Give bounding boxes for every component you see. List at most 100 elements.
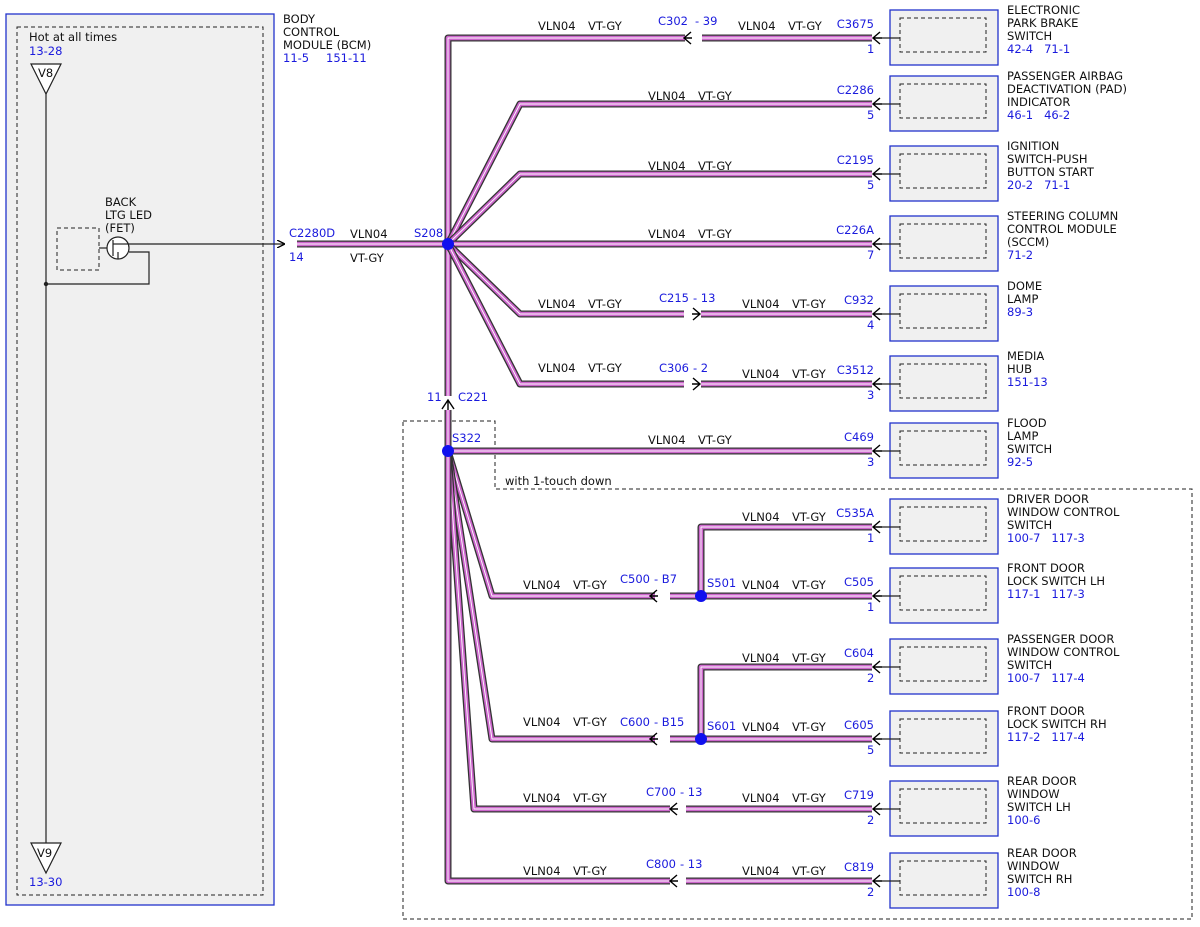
pin-label: 5 bbox=[867, 108, 874, 122]
wire-circuit-label: VLN04 bbox=[523, 715, 561, 729]
wire-c932 bbox=[445, 241, 872, 318]
c221-pin: 11 bbox=[427, 390, 442, 404]
wire-c505 bbox=[444, 449, 872, 600]
c600-pin-icon bbox=[648, 732, 658, 746]
component-name: FRONT DOOR bbox=[1007, 561, 1085, 575]
c306-pin-icon bbox=[692, 377, 702, 391]
c600-label: C600 bbox=[620, 715, 650, 729]
c302-label: C302 bbox=[658, 14, 688, 28]
bcm-ref-1: 11-5 bbox=[283, 51, 309, 65]
component-name: MEDIA bbox=[1007, 349, 1044, 363]
component-name: ELECTRONIC bbox=[1007, 3, 1080, 17]
wire-color-label: VT-GY bbox=[792, 651, 827, 665]
pin-arrow-icon bbox=[871, 307, 882, 321]
wire-circuit-label: VLN04 bbox=[742, 297, 780, 311]
component-name: SWITCH bbox=[1007, 658, 1052, 672]
component-name: REAR DOOR bbox=[1007, 774, 1077, 788]
v8-triangle-icon bbox=[30, 63, 62, 96]
connector-label: C605 bbox=[844, 718, 874, 732]
connector-label: C604 bbox=[844, 646, 874, 660]
bcm-title-3: MODULE (BCM) bbox=[283, 38, 371, 52]
connector-label: C3675 bbox=[837, 17, 874, 31]
connector-label: C3512 bbox=[837, 363, 874, 377]
wire-c3512 bbox=[444, 242, 872, 388]
wire-color-label: VT-GY bbox=[698, 159, 733, 173]
wire-color-label: VT-GY bbox=[588, 361, 623, 375]
wire-circuit-label: VLN04 bbox=[538, 297, 576, 311]
component-name: CONTROL MODULE bbox=[1007, 222, 1117, 236]
fet-label-3: (FET) bbox=[105, 221, 135, 235]
wire-circuit-label: VLN04 bbox=[648, 227, 686, 241]
c500-pin-icon bbox=[648, 589, 658, 603]
pin-arrow-icon bbox=[871, 377, 882, 391]
s501-label: S501 bbox=[707, 576, 736, 590]
component-name: PASSENGER AIRBAG bbox=[1007, 69, 1123, 83]
c700-label: C700 bbox=[646, 785, 676, 799]
wire-c2286 bbox=[444, 100, 872, 246]
wire-c604 bbox=[697, 663, 872, 739]
c800-pin-icon bbox=[668, 874, 678, 888]
c600-pin: - B15 bbox=[654, 715, 684, 729]
c215-label: C215 bbox=[659, 291, 689, 305]
wire-color-label: VT-GY bbox=[788, 19, 823, 33]
connector-label: C505 bbox=[844, 575, 874, 589]
wire-circuit-label: VLN04 bbox=[738, 19, 776, 33]
component-name: DEACTIVATION (PAD) bbox=[1007, 82, 1127, 96]
bcm-ref-2: 151-11 bbox=[326, 51, 367, 65]
component-name: WINDOW CONTROL bbox=[1007, 645, 1120, 659]
component-name: SWITCH bbox=[1007, 29, 1052, 43]
pin-arrow-icon bbox=[871, 589, 882, 603]
pin-label: 1 bbox=[867, 531, 874, 545]
fet-box bbox=[56, 227, 100, 271]
v9-label: V9 bbox=[37, 846, 52, 860]
wire-circuit-label: VLN04 bbox=[648, 433, 686, 447]
c221-label: C221 bbox=[458, 390, 488, 404]
connector-label: C2286 bbox=[837, 83, 874, 97]
component-name: LOCK SWITCH RH bbox=[1007, 717, 1107, 731]
pin-label: 5 bbox=[867, 178, 874, 192]
wire-color-label: VT-GY bbox=[792, 791, 827, 805]
c215-pin-icon bbox=[692, 307, 702, 321]
s601-label: S601 bbox=[707, 719, 736, 733]
component-refs: 117-2 117-4 bbox=[1007, 730, 1085, 744]
connector-label: C719 bbox=[844, 788, 874, 802]
pin-arrow-icon bbox=[871, 874, 882, 888]
component-name: LAMP bbox=[1007, 292, 1038, 306]
c302-pin: - 39 bbox=[695, 14, 717, 28]
pin-label: 1 bbox=[867, 42, 874, 56]
s601-splice bbox=[695, 733, 707, 745]
bcm-pin: 14 bbox=[289, 250, 304, 264]
s322-label: S322 bbox=[452, 431, 481, 445]
component-name: DRIVER DOOR bbox=[1007, 492, 1089, 506]
wire-color-label: VT-GY bbox=[573, 864, 608, 878]
trunk-wire bbox=[444, 34, 872, 451]
wire-circuit-label: VLN04 bbox=[742, 510, 780, 524]
pin-arrow-icon bbox=[871, 167, 882, 181]
component-name: LOCK SWITCH LH bbox=[1007, 574, 1105, 588]
wire-circuit-label: VLN04 bbox=[538, 19, 576, 33]
main-wire-circuit: VLN04 bbox=[350, 227, 388, 241]
pin-arrow-icon bbox=[871, 520, 882, 534]
pin-label: 3 bbox=[867, 455, 874, 469]
wire-c819 bbox=[444, 451, 872, 885]
component-name: SWITCH bbox=[1007, 518, 1052, 532]
component-refs: 89-3 bbox=[1007, 305, 1033, 319]
component-name: INDICATOR bbox=[1007, 95, 1070, 109]
wire-circuit-label: VLN04 bbox=[742, 720, 780, 734]
c700-pin: - 13 bbox=[680, 785, 702, 799]
wire-circuit-label: VLN04 bbox=[648, 89, 686, 103]
pin-label: 2 bbox=[867, 885, 874, 899]
connector-label: C535A bbox=[836, 506, 874, 520]
connector-label: C2195 bbox=[837, 153, 874, 167]
wire-c535a bbox=[697, 523, 872, 596]
pin-arrow-icon bbox=[871, 31, 882, 45]
c700-pin-icon bbox=[668, 802, 678, 816]
bcm-module: Hot at all times 13-28 V8 V9 13-30 BACK … bbox=[5, 12, 371, 906]
component-name: FLOOD bbox=[1007, 416, 1047, 430]
